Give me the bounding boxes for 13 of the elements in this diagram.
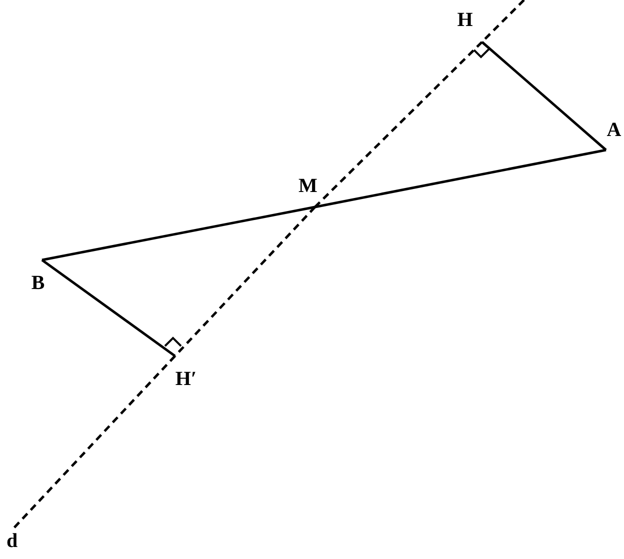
point-label: d (6, 531, 18, 551)
line-segment (481, 41, 607, 151)
dashed-line (174, 206, 316, 357)
line-segment (41, 258, 176, 358)
line-segment (42, 206, 316, 262)
point-label: H (457, 10, 473, 30)
dashed-line (11, 355, 176, 531)
line-segment (314, 148, 606, 208)
point-label: A (606, 120, 622, 140)
point-label: H′ (175, 369, 197, 389)
dashed-line (314, 41, 483, 208)
point-label: B (31, 273, 45, 293)
point-label: M (298, 176, 318, 196)
